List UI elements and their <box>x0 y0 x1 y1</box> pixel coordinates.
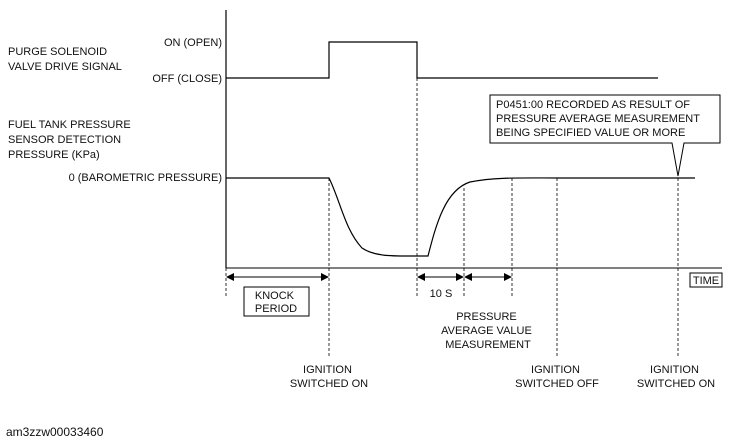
on-open-label: ON (OPEN) <box>164 37 222 49</box>
pressure-curve <box>226 177 695 257</box>
measurement-arrowhead-right <box>504 273 512 281</box>
knock-period-box <box>243 286 310 317</box>
time-label: TIME <box>693 275 719 287</box>
time-label-box <box>689 272 723 288</box>
ignition-switched-on-label-1: IGNITION SWITCHED ON <box>290 364 368 390</box>
callout-box <box>489 94 721 177</box>
knock-arrowhead-right <box>321 273 329 281</box>
pressure-average-label: PRESSURE AVERAGE VALUE MEASUREMENT <box>441 311 535 351</box>
callout-text: P0451:00 RECORDED AS RESULT OF PRESSURE … <box>496 99 703 139</box>
document-id: am3zzw00033460 <box>6 425 104 439</box>
purge-signal-label: PURGE SOLENOID VALVE DRIVE SIGNAL <box>8 46 122 73</box>
ten-s-arrowhead-left <box>417 273 425 281</box>
ignition-switched-on-label-2: IGNITION SWITCHED ON <box>637 364 715 390</box>
off-close-label: OFF (CLOSE) <box>152 73 222 85</box>
ignition-switched-off-label: IGNITION SWITCHED OFF <box>515 364 599 390</box>
measurement-arrowhead-left <box>464 273 472 281</box>
knock-arrowhead-left <box>226 273 234 281</box>
barometric-pressure-label: 0 (BAROMETRIC PRESSURE) <box>69 172 222 184</box>
ten-s-label: 10 S <box>430 288 453 300</box>
purge-signal-waveform <box>226 41 658 79</box>
knock-period-label: KNOCK PERIOD <box>255 290 297 315</box>
pressure-signal-label: FUEL TANK PRESSURE SENSOR DETECTION PRES… <box>8 119 134 161</box>
ten-s-arrowhead-right <box>456 273 464 281</box>
